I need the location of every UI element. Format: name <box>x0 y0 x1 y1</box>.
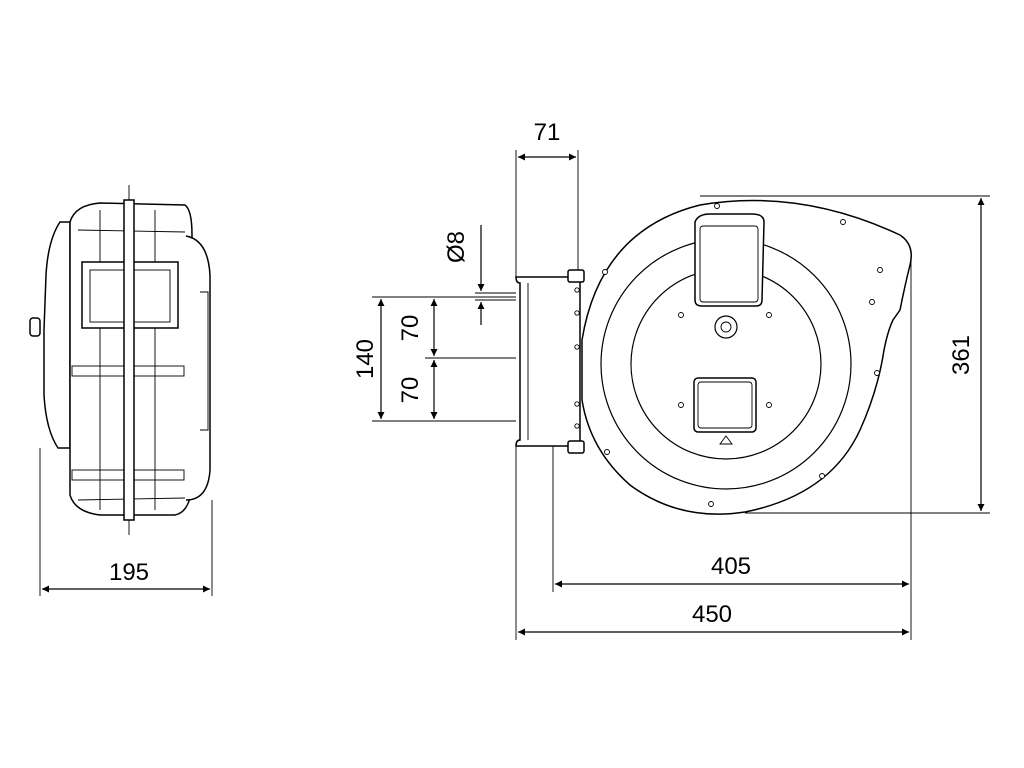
dim-bracket-depth: 71 <box>534 119 561 146</box>
dim-hole-spacing-lower: 70 <box>397 377 424 404</box>
dim-hole-diameter: Ø8 <box>443 231 470 263</box>
dim-hole-spacing-total: 140 <box>352 339 379 379</box>
dim-height: 361 <box>948 335 975 375</box>
dim-side-width: 195 <box>109 559 149 586</box>
dim-overall-width: 450 <box>692 601 732 628</box>
side-view: 195 <box>29 185 213 596</box>
front-view: 71 Ø8 140 70 70 361 405 450 <box>352 119 990 640</box>
dim-hole-spacing-upper: 70 <box>397 315 424 342</box>
dim-body-width: 405 <box>711 553 751 580</box>
